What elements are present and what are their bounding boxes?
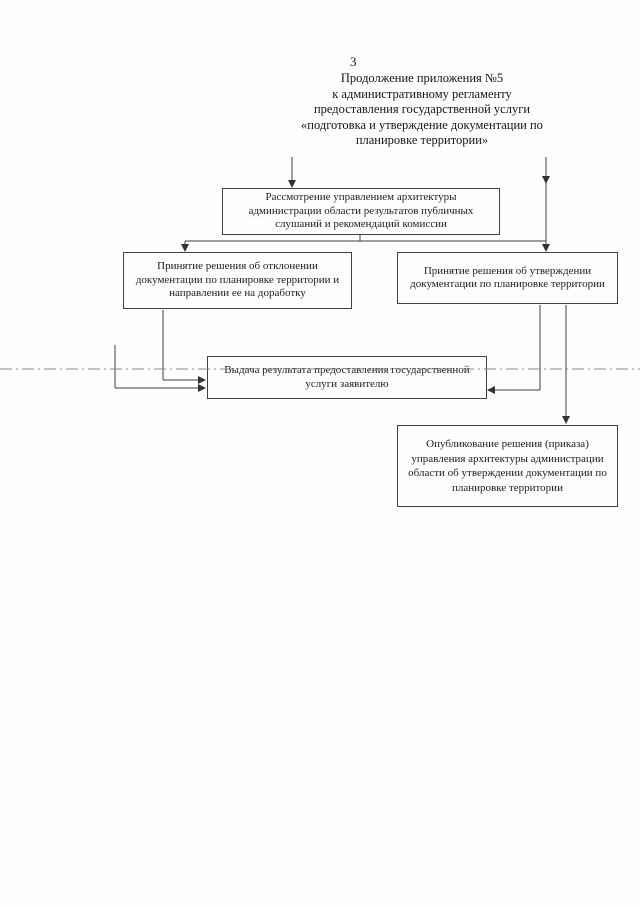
document-header: Продолжение приложения №5 к администрати… [262, 71, 582, 149]
arrow-into-reject-box [181, 241, 189, 252]
flow-box-reject-decision: Принятие решения об отклонении документа… [123, 252, 352, 309]
flow-box-approve-decision: Принятие решения об утверждении документ… [397, 252, 618, 304]
connector-review-to-decisions [185, 235, 546, 242]
arrow-side-to-issue [114, 345, 206, 392]
arrow-approve-to-publish [562, 305, 570, 424]
flow-box-issue-result: Выдача результата предоставления государ… [207, 356, 487, 399]
header-line: «подготовка и утверждение документации п… [301, 117, 543, 132]
header-line: Продолжение приложения №5 [340, 71, 504, 85]
arrow-top-entry-left [288, 157, 296, 188]
header-line: к административному регламенту [332, 86, 512, 101]
arrow-into-approve-box [542, 241, 550, 252]
arrow-approve-to-issue [487, 305, 541, 394]
flow-box-review: Рассмотрение управлением архитектуры адм… [222, 188, 500, 235]
flow-box-publish-decision: Опубликование решения (приказа) управлен… [397, 425, 618, 507]
arrow-top-entry-right [542, 157, 550, 241]
header-line: предоставления государственной услуги [313, 102, 531, 116]
page-number: 3 [350, 54, 357, 69]
header-line: планировке территории» [355, 133, 489, 147]
arrow-reject-to-issue [162, 310, 206, 384]
